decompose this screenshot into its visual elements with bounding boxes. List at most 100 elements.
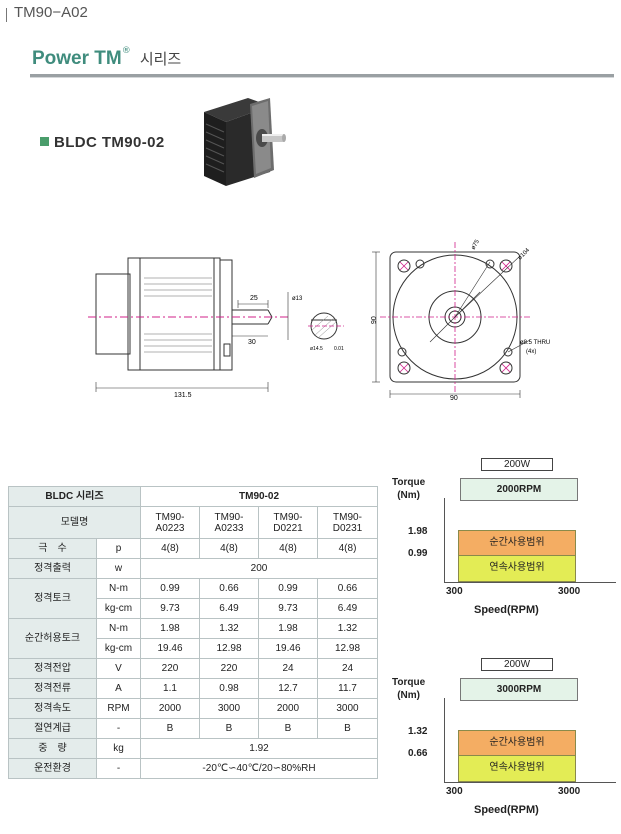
row-unit: kg-cm <box>96 598 141 619</box>
model-row: 모델명 TM90- A0223 TM90- A0233 TM90- D0221 … <box>8 506 379 539</box>
value-cell: 24 <box>316 658 379 679</box>
dim-width-label: 90 <box>450 395 458 400</box>
table-row: 순간허용토크 N-m 1.98 1.32 1.98 1.32 <box>8 618 379 659</box>
dim-30-label: 30 <box>248 339 256 346</box>
peak-band: 순간사용범위 <box>458 530 576 556</box>
y-axis-label: Torque (Nm) <box>392 477 426 501</box>
value-cell: 6.49 <box>199 598 259 619</box>
hole-qty-label: (4x) <box>526 349 536 355</box>
spec-header-row: BLDC 시리즈 TM90-02 <box>8 486 379 507</box>
power-label: 200W <box>481 458 553 471</box>
value-cell: B <box>258 718 318 739</box>
bullet-square-icon <box>40 137 49 146</box>
row-unit: - <box>96 718 141 739</box>
value-cell: 1.98 <box>140 618 200 639</box>
value-cell: 6.49 <box>316 598 379 619</box>
y-axis-label: Torque (Nm) <box>392 677 426 701</box>
registered-mark: ® <box>121 46 131 56</box>
row-label: 운전환경 <box>8 758 97 779</box>
value-cell: 9.73 <box>258 598 318 619</box>
row-unit: V <box>96 658 141 679</box>
motor-photo <box>204 98 286 186</box>
value-cell: 0.66 <box>199 578 259 599</box>
table-row: 정격전압 V 220 220 24 24 <box>8 658 379 679</box>
x-tick-max: 3000 <box>558 786 581 797</box>
table-row: 정격출력 w 200 <box>8 558 379 579</box>
y-tick-cont: 0.99 <box>408 548 428 559</box>
row-label: 정격출력 <box>8 558 97 579</box>
value-cell: B <box>140 718 200 739</box>
model-cell: TM90- A0223 <box>140 506 200 539</box>
model-cell: TM90- D0221 <box>258 506 318 539</box>
value-cell: 220 <box>199 658 259 679</box>
table-row: kg-cm 19.46 12.98 19.46 12.98 <box>9 638 379 659</box>
value-cell: 4(8) <box>258 538 318 559</box>
value-cell: 11.7 <box>316 678 379 699</box>
spec-table: BLDC 시리즈 TM90-02 모델명 TM90- A0223 TM90- A… <box>8 486 379 779</box>
value-cell: 0.66 <box>316 578 379 599</box>
dim-key1-label: ø14.5 <box>310 346 323 352</box>
torque-chart-2000rpm: 200W 2000RPM Torque (Nm) 1.98 0.99 순간사용범… <box>386 458 616 618</box>
hole-note-label: ø8.5 THRU <box>520 340 550 346</box>
row-unit: A <box>96 678 141 699</box>
table-row: 중 량 kg 1.92 <box>8 738 379 759</box>
table-row: 정격전류 A 1.1 0.98 12.7 11.7 <box>8 678 379 699</box>
value-cell: B <box>199 718 259 739</box>
table-row: 운전환경 - -20℃∽40℃/20∽80%RH <box>8 758 379 779</box>
table-row: 정격토크 N-m 0.99 0.66 0.99 0.66 <box>8 578 379 619</box>
side-view-drawing: 25 30 131.5 ø13 ø14.5 0.01 <box>88 257 344 399</box>
series-title: Power TM® 시리즈 <box>32 46 182 72</box>
value-cell: 2000 <box>258 698 318 719</box>
model-cell: TM90- D0231 <box>316 506 379 539</box>
value-cell: 0.98 <box>199 678 259 699</box>
value-cell: 3000 <box>199 698 259 719</box>
series-suffix: 시리즈 <box>139 50 182 68</box>
row-label: 정격토크 <box>8 578 97 619</box>
value-cell: 24 <box>258 658 318 679</box>
model-label-cell: 모델명 <box>8 506 141 539</box>
dim-key2-label: 0.01 <box>334 346 344 352</box>
value-cell: 2000 <box>140 698 200 719</box>
row-unit: p <box>96 538 141 559</box>
value-cell: B <box>316 718 379 739</box>
y-tick-peak: 1.98 <box>408 526 428 537</box>
value-cell: -20℃∽40℃/20∽80%RH <box>139 758 379 779</box>
y-axis <box>444 698 445 783</box>
value-cell: 1.92 <box>139 738 379 759</box>
table-row: 절연계급 - B B B B <box>8 718 379 739</box>
power-label: 200W <box>481 658 553 671</box>
series-value-cell: TM90-02 <box>139 486 379 507</box>
page-code: TM90−A02 <box>14 4 88 21</box>
value-cell: 1.98 <box>258 618 318 639</box>
value-cell: 1.32 <box>316 618 379 639</box>
dim-height-label: 90 <box>371 316 378 324</box>
value-cell: 220 <box>140 658 200 679</box>
value-cell: 12.7 <box>258 678 318 699</box>
value-cell: 1.32 <box>199 618 259 639</box>
row-unit: - <box>96 758 141 779</box>
series-brand: Power TM <box>32 48 122 69</box>
model-cell: TM90- A0233 <box>199 506 259 539</box>
y-tick-cont: 0.66 <box>408 748 428 759</box>
continuous-band: 연속사용범위 <box>458 756 576 782</box>
title-rule <box>30 74 614 77</box>
table-row: 극 수 p 4(8) 4(8) 4(8) 4(8) <box>8 538 379 559</box>
series-label-cell: BLDC 시리즈 <box>8 486 141 507</box>
peak-band: 순간사용범위 <box>458 730 576 756</box>
dim-shaft-label: ø13 <box>292 296 303 302</box>
y-tick-peak: 1.32 <box>408 726 428 737</box>
rpm-label: 3000RPM <box>460 678 578 701</box>
row-unit: RPM <box>96 698 141 719</box>
x-tick-min: 300 <box>446 786 463 797</box>
row-label: 순간허용토크 <box>8 618 97 659</box>
dim-25-label: 25 <box>250 295 258 302</box>
value-cell: 9.73 <box>140 598 200 619</box>
torque-chart-3000rpm: 200W 3000RPM Torque (Nm) 1.32 0.66 순간사용범… <box>386 658 616 818</box>
rpm-label: 2000RPM <box>460 478 578 501</box>
value-cell: 19.46 <box>258 638 318 659</box>
x-axis <box>444 582 616 583</box>
continuous-band: 연속사용범위 <box>458 556 576 582</box>
title-rule-light <box>30 77 614 78</box>
x-axis <box>444 782 616 783</box>
row-label: 중 량 <box>8 738 97 759</box>
